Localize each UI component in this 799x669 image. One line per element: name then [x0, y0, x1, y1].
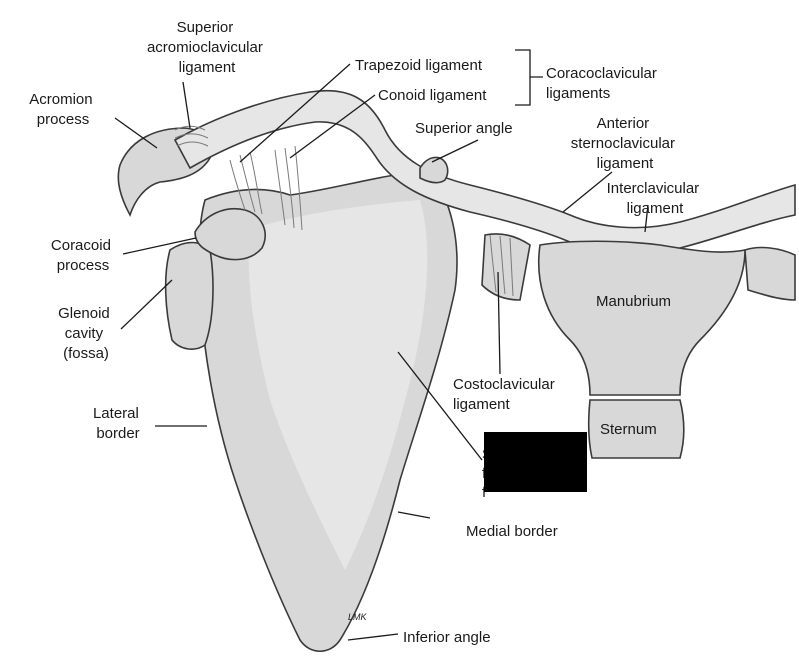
- coracoclavicular-ligament-fibers: [229, 145, 303, 231]
- label-superior-angle: Superior angle: [415, 120, 513, 137]
- label-superior-acromioclavicular-ligament: Superior acromioclavicular ligament: [147, 19, 267, 76]
- superior-angle: [419, 156, 449, 184]
- illustration: LMK: [117, 89, 796, 653]
- label-manubrium: Manubrium: [596, 293, 671, 310]
- first-rib-left: [481, 233, 531, 301]
- label-interclavicular-ligament: Interclavicular ligament: [607, 180, 704, 217]
- label-costoclavicular-ligament: Costoclavicular ligament: [453, 376, 559, 413]
- label-acromion-process: Acromion process: [29, 91, 97, 128]
- label-anterior-sternoclavicular-ligament: Anterior sternoclavicular ligament: [571, 115, 679, 172]
- label-conoid-ligament: Conoid ligament: [378, 87, 487, 104]
- redaction-block: [484, 432, 587, 492]
- sternum: [587, 399, 685, 459]
- label-sternum: Sternum: [600, 421, 657, 438]
- manubrium: [537, 240, 746, 396]
- first-rib-right: [744, 246, 796, 301]
- label-coracoclavicular-ligaments: Coracoclavicular ligaments: [546, 65, 661, 102]
- subscapular-fossa-shading: [248, 200, 428, 570]
- coracoid: [194, 208, 266, 261]
- label-lateral-border: Lateral border: [93, 405, 143, 442]
- label-inferior-angle: Inferior angle: [403, 629, 491, 646]
- costoclavicular-ligament-fibers: [489, 234, 514, 297]
- label-medial-border: Medial border: [466, 523, 558, 540]
- label-trapezoid-ligament: Trapezoid ligament: [355, 57, 483, 74]
- clavicle: [173, 89, 796, 255]
- artist-signature: LMK: [348, 612, 368, 622]
- glenoid: [164, 241, 214, 350]
- labels: Superior acromioclavicular ligament Acro…: [29, 19, 704, 646]
- leader-lines: [114, 49, 649, 641]
- label-coracoid-process: Coracoid process: [51, 237, 115, 274]
- label-glenoid-cavity: Glenoid cavity (fossa): [58, 305, 114, 362]
